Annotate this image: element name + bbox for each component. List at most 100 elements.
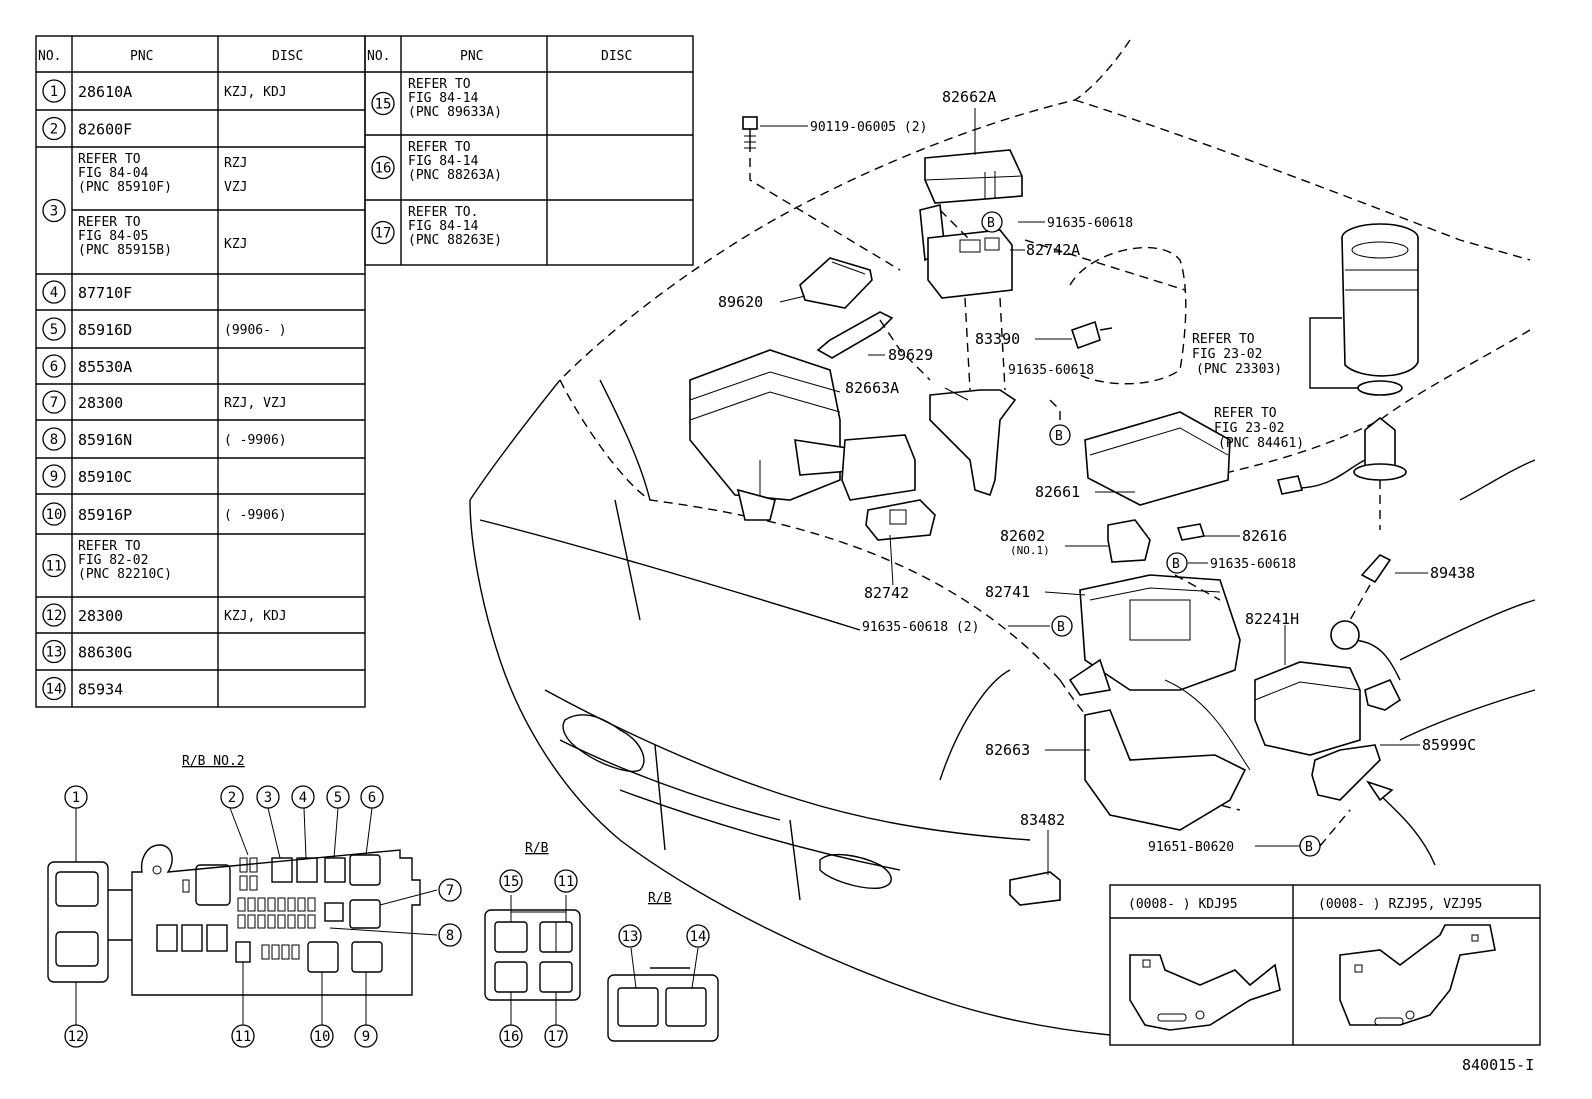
label-82742A: 82742A: [1026, 241, 1080, 259]
relay-block-schematics: R/B NO.2 R/B R/B: [47, 754, 719, 1048]
table-right-pnc: (PNC 88263A): [408, 168, 502, 183]
svg-text:1: 1: [50, 84, 58, 100]
table-left-header-pnc: PNC: [130, 49, 153, 64]
svg-text:2: 2: [228, 790, 236, 806]
relay-box-82241H: [1254, 661, 1361, 756]
label-82663A: 82663A: [845, 379, 899, 397]
sensor-89438: [1360, 554, 1392, 584]
table-left-pnc: 85916P: [78, 506, 132, 524]
svg-text:12: 12: [46, 608, 63, 624]
table-left-disc: KZJ, KDJ: [224, 609, 287, 624]
callout-14: 14: [686, 924, 710, 948]
row-number-14: 14: [42, 676, 66, 701]
figure-code: 840015-I: [1462, 1056, 1534, 1074]
table-left-pnc: FIG 84-05: [78, 229, 148, 244]
table-left-pnc: 28300: [78, 607, 123, 625]
label-82241H: 82241H: [1245, 610, 1299, 628]
row-number-6: 6: [42, 354, 66, 378]
table-left-pnc: 85910C: [78, 468, 132, 486]
table-left-pnc: FIG 84-04: [78, 166, 149, 181]
row-number-16: 16: [371, 155, 395, 180]
table-right-header-disc: DISC: [601, 49, 632, 64]
table-left-pnc: (PNC 82210C): [78, 567, 172, 582]
callout-15: 15: [499, 869, 523, 893]
callout-6: 6: [360, 785, 384, 809]
callout-8: 8: [438, 923, 462, 947]
row-number-10: 10: [42, 502, 66, 526]
callout-4: 4: [291, 785, 315, 809]
refer-fig-23-02-b-line3: (PNC 84461): [1218, 436, 1304, 451]
bolt-marker-b5: B: [1299, 835, 1321, 857]
table-left-pnc: 28300: [78, 394, 123, 412]
svg-text:12: 12: [68, 1029, 85, 1045]
row-number-8: 8: [42, 427, 66, 451]
callout-13: 13: [618, 924, 642, 948]
callout-12: 12: [64, 1024, 88, 1048]
label-89438: 89438: [1430, 564, 1475, 582]
svg-text:15: 15: [503, 874, 520, 890]
callout-11: 11: [231, 1024, 255, 1048]
svg-text:7: 7: [446, 883, 454, 899]
svg-text:4: 4: [50, 285, 58, 301]
bracket-85999C: [1311, 744, 1381, 801]
fuel-filter-icon: [1276, 223, 1419, 495]
svg-text:13: 13: [46, 645, 63, 661]
callout-16: 16: [499, 1024, 523, 1048]
relay-82742: [865, 499, 936, 541]
row-number-9: 9: [42, 464, 66, 488]
table-left-pnc: REFER TO: [78, 152, 141, 167]
table-right-pnc: FIG 84-14: [408, 154, 479, 169]
svg-text:13: 13: [622, 929, 639, 945]
svg-text:B: B: [987, 216, 995, 231]
label-90119: 90119-06005 (2): [810, 120, 927, 135]
svg-text:14: 14: [690, 929, 707, 945]
label-82661: 82661: [1035, 483, 1080, 501]
table-left-pnc: 82600F: [78, 121, 132, 139]
label-83482: 83482: [1020, 811, 1065, 829]
callout-3: 3: [256, 785, 280, 809]
inset-right-title: (0008- ) RZJ95, VZJ95: [1318, 897, 1482, 912]
svg-text:14: 14: [46, 682, 63, 698]
row-number-17: 17: [371, 220, 395, 245]
table-left-pnc: 85916N: [78, 431, 132, 449]
row-number-1: 1: [42, 79, 66, 103]
row-number-2: 2: [42, 116, 66, 141]
label-85999C: 85999C: [1422, 736, 1476, 754]
leader-lines: [760, 108, 1428, 875]
table-left-pnc: 87710F: [78, 284, 132, 302]
ecu-89620: [799, 257, 873, 309]
table-right-pnc: FIG 84-14: [408, 219, 479, 234]
part-drawings: [689, 116, 1436, 906]
label-82616: 82616: [1242, 527, 1287, 545]
table-left-pnc: 85916D: [78, 321, 132, 339]
table-right-pnc: REFER TO.: [408, 205, 478, 220]
table-left-pnc: (PNC 85915B): [78, 243, 172, 258]
part-labels: 82662A 90119-06005 (2) 91635-60618 82742…: [718, 88, 1476, 857]
rb2-title: R/B NO.2: [182, 754, 245, 769]
callout-9: 9: [354, 1024, 378, 1048]
label-89620: 89620: [718, 293, 763, 311]
svg-text:6: 6: [50, 359, 58, 375]
callout-2: 2: [220, 785, 244, 809]
relay-block-82742A: [927, 229, 1013, 299]
label-82742: 82742: [864, 584, 909, 602]
refer-fig-23-02-a-line1: REFER TO: [1192, 332, 1255, 347]
svg-text:7: 7: [50, 395, 58, 411]
table-left-header-no: NO.: [38, 49, 61, 64]
table-right-pnc: REFER TO: [408, 140, 471, 155]
table-right-header-pnc: PNC: [460, 49, 483, 64]
svg-text:11: 11: [235, 1029, 252, 1045]
label-83390: 83390: [975, 330, 1020, 348]
refer-fig-23-02-a-line2: FIG 23-02: [1192, 347, 1262, 362]
table-left-disc: KZJ, KDJ: [224, 85, 287, 100]
rb-small-title: R/B: [648, 891, 672, 906]
svg-text:3: 3: [264, 790, 272, 806]
rb-title: R/B: [525, 841, 549, 856]
svg-text:3: 3: [50, 204, 58, 220]
callout-1: 1: [64, 785, 88, 809]
table-left-disc: RZJ: [224, 156, 247, 171]
sensor-83390: [1070, 320, 1101, 350]
row-number-12: 12: [42, 603, 66, 627]
label-82663: 82663: [985, 741, 1030, 759]
label-91635-a: 91635-60618: [1047, 216, 1133, 231]
